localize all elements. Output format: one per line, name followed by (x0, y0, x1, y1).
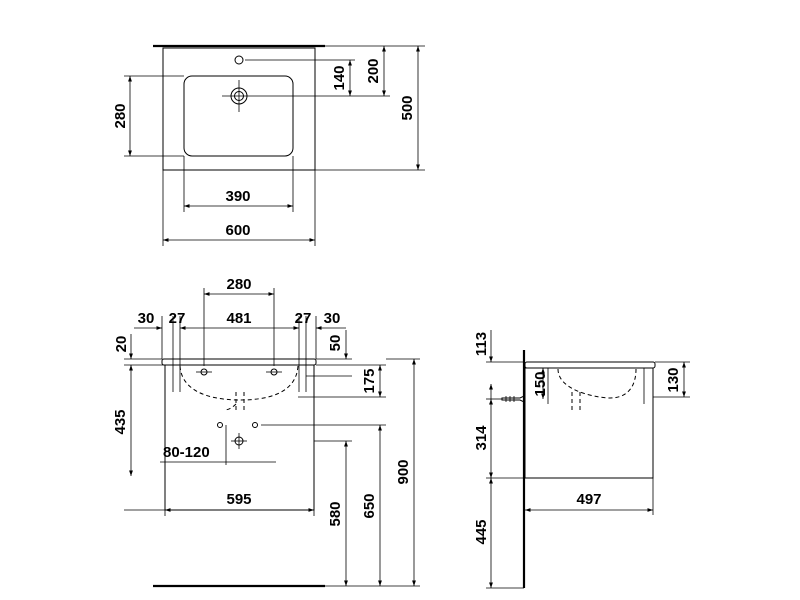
dim-label-280-front: 280 (226, 276, 251, 293)
dim-label-600: 600 (225, 222, 250, 239)
dim-label-30-right: 30 (324, 310, 341, 327)
dim-650: 650 (261, 424, 386, 586)
dim-label-175: 175 (361, 368, 378, 393)
dim-label-497: 497 (576, 491, 601, 508)
dim-140: 140 (245, 59, 355, 97)
dim-500: 500 (315, 45, 425, 171)
dim-175: 175 (298, 364, 386, 398)
dim-label-650: 650 (361, 493, 378, 518)
dim-200: 200 (325, 45, 390, 97)
dim-label-80-120: 80-120 (163, 444, 210, 461)
dim-label-27-right: 27 (295, 310, 312, 327)
front-view: 280 30 27 481 27 30 20 (112, 276, 420, 588)
dim-label-595: 595 (226, 491, 251, 508)
dim-314: 314 (473, 398, 525, 479)
side-view: 113 150 130 314 445 (473, 330, 690, 589)
dim-50: 50 (306, 330, 352, 377)
dim-label-20: 20 (113, 336, 130, 353)
dim-label-280-depth: 280 (112, 103, 129, 128)
dim-label-445: 445 (473, 519, 490, 544)
dim-600: 600 (162, 170, 316, 246)
dim-label-390: 390 (225, 188, 250, 205)
dim-80-120: 80-120 (160, 444, 276, 463)
dim-900: 900 (325, 358, 420, 587)
tap-hole-icon (234, 55, 244, 65)
dim-113: 113 (473, 330, 525, 399)
dim-280-depth: 280 (112, 75, 184, 157)
dim-595: 595 (164, 491, 315, 516)
dim-label-30-left: 30 (138, 310, 155, 327)
top-view: 280 390 600 140 200 (112, 44, 425, 246)
dim-20: 20 (113, 334, 165, 366)
top-view-outline (153, 44, 325, 171)
dim-label-500: 500 (399, 95, 416, 120)
dim-label-435: 435 (112, 409, 129, 434)
side-view-outline (522, 350, 656, 588)
fixing-points (172, 368, 307, 392)
dim-390: 390 (183, 156, 294, 212)
dim-130: 130 (653, 361, 690, 398)
dim-497: 497 (525, 478, 654, 515)
dim-label-580: 580 (327, 501, 344, 526)
dim-label-900: 900 (395, 459, 412, 484)
dim-435: 435 (112, 365, 165, 511)
drain-icon (222, 80, 256, 112)
dim-label-113: 113 (473, 332, 490, 356)
dim-label-130: 130 (665, 367, 682, 392)
dim-label-481: 481 (226, 310, 251, 327)
dim-445: 445 (473, 478, 524, 589)
dim-580: 580 (314, 440, 352, 586)
dim-label-200: 200 (365, 58, 382, 83)
dim-label-50: 50 (327, 335, 344, 352)
dim-row-481: 30 27 481 27 30 (134, 310, 346, 376)
front-view-outline (153, 358, 325, 588)
dim-150: 150 (532, 368, 549, 399)
dim-label-27-left: 27 (169, 310, 186, 327)
supply-points (217, 422, 258, 465)
dim-label-150: 150 (532, 371, 549, 396)
dim-label-314: 314 (473, 425, 490, 451)
wall-anchor-icon (501, 395, 525, 403)
dim-label-140: 140 (331, 65, 348, 90)
